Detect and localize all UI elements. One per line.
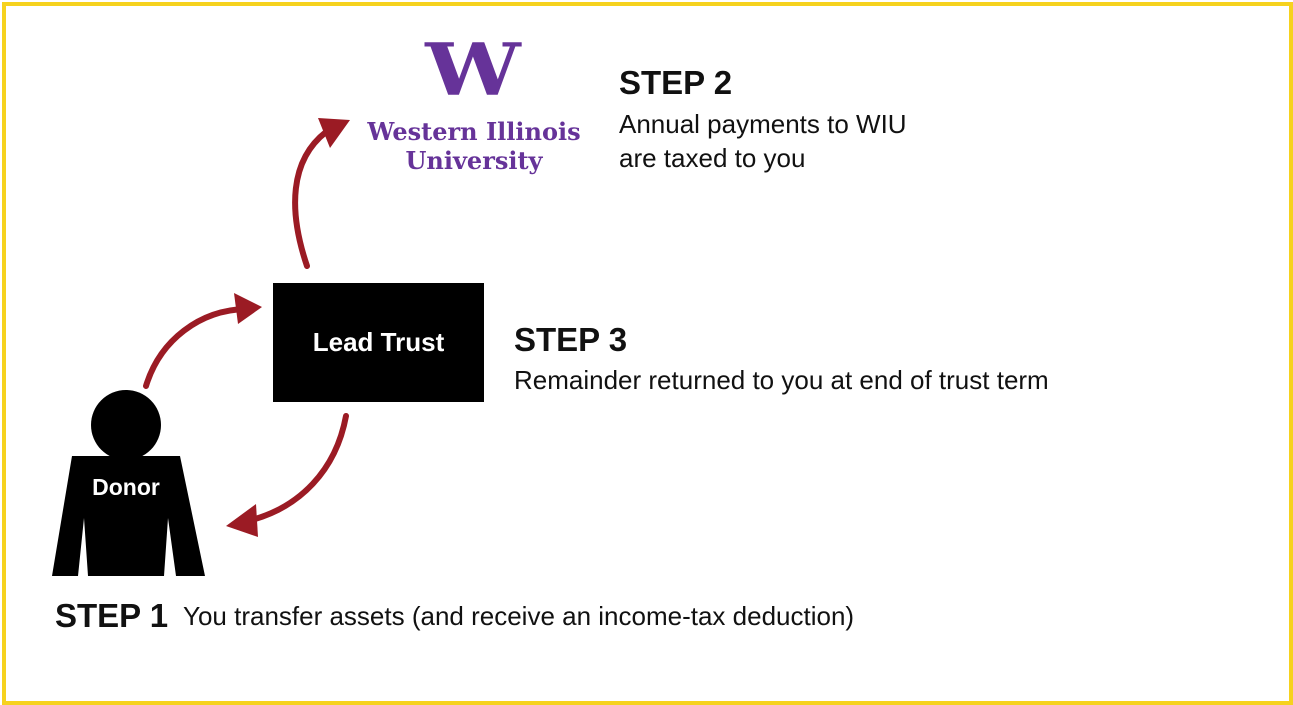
step2-text-line2: are taxed to you [619, 143, 806, 173]
step2-title: STEP 2 [619, 64, 733, 101]
arrowhead-trust-to-donor [226, 504, 258, 537]
arrowhead-trust-to-wiu [318, 118, 350, 148]
step3-title: STEP 3 [514, 321, 628, 358]
wiu-logo-line2: University [405, 146, 543, 175]
step2-text-line1: Annual payments to WIU [619, 109, 907, 139]
wiu-logo-line1: Western Illinois [367, 117, 581, 146]
step1-title: STEP 1 [55, 597, 169, 634]
lead-trust-label: Lead Trust [312, 327, 445, 357]
step3-text: Remainder returned to you at end of trus… [514, 365, 1049, 395]
lead-trust-box: Lead Trust [273, 283, 484, 402]
donor-label: Donor [92, 474, 160, 500]
arrowhead-donor-to-trust [234, 293, 262, 324]
arrow-trust-to-donor [245, 413, 349, 524]
arrow-donor-to-trust [143, 306, 249, 389]
step1-text: You transfer assets (and receive an inco… [183, 601, 855, 631]
donor-figure-icon [52, 390, 205, 576]
arrow-trust-to-wiu [292, 129, 329, 269]
wiu-logo-mark: W [425, 27, 521, 112]
